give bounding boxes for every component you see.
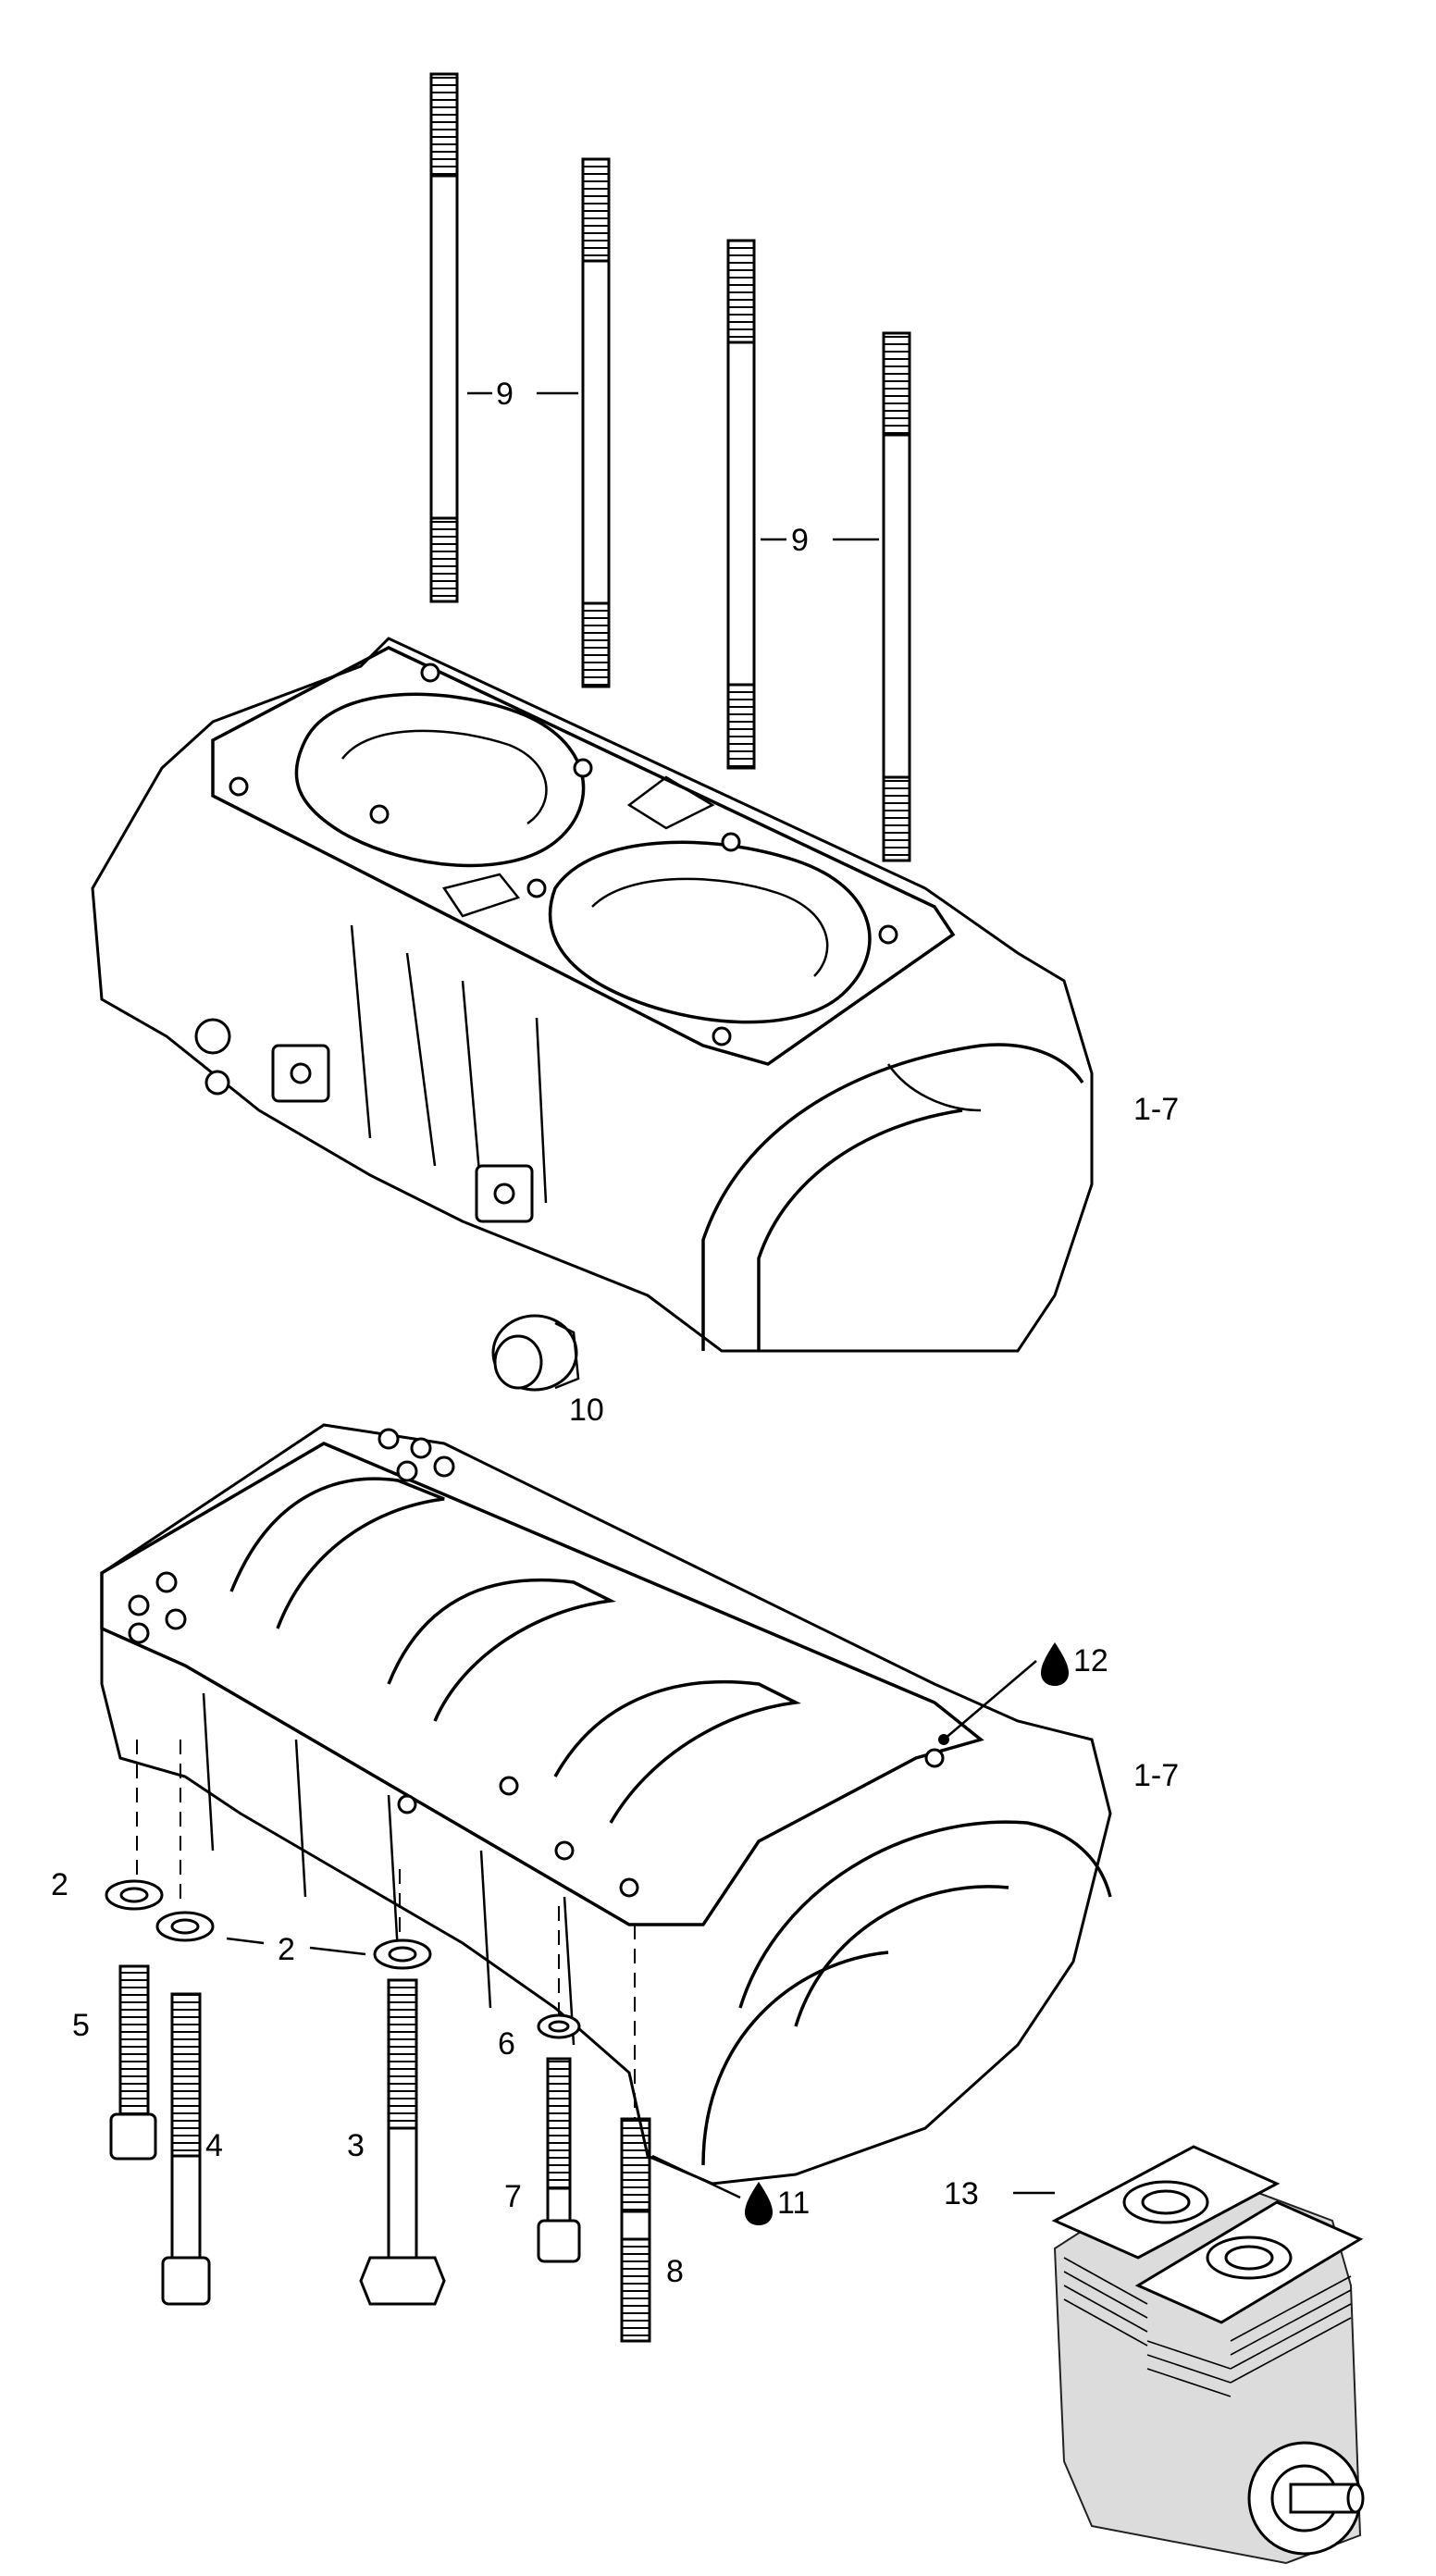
stud-9-b (581, 157, 611, 688)
screw-5 (109, 1964, 157, 2161)
lower-crankcase (100, 1423, 1112, 2186)
oil-drop-icon (1041, 1642, 1069, 1686)
callout-2-left: 2 (51, 1867, 68, 1902)
callout-2-mid: 2 (278, 1932, 295, 1967)
stud-9-a (429, 72, 459, 603)
upper-crankcase (91, 637, 1094, 1353)
callout-6: 6 (498, 2026, 515, 2062)
callout-9-right: 9 (791, 523, 809, 558)
callout-4: 4 (205, 2128, 223, 2163)
callout-1-7-upper: 1-7 (1133, 1092, 1179, 1127)
callout-3: 3 (347, 2128, 365, 2163)
callout-12: 12 (1073, 1643, 1108, 1678)
callout-13: 13 (944, 2176, 979, 2211)
callout-10: 10 (569, 1393, 604, 1428)
screw-4 (161, 1992, 211, 2306)
plug-10 (491, 1314, 580, 1392)
stud-9-d (882, 331, 911, 862)
callout-1-7-lower: 1-7 (1133, 1758, 1179, 1793)
callout-7: 7 (504, 2179, 522, 2214)
leader-12 (943, 1660, 1037, 1740)
washer-2-left (105, 1879, 164, 1911)
washer-6 (537, 2013, 581, 2039)
stud-8 (620, 2117, 651, 2343)
leader-11 (651, 2154, 741, 2199)
washer-2-mid (155, 1911, 215, 1942)
oil-drop-icon (745, 2182, 773, 2225)
bolt-3 (359, 1978, 446, 2306)
leader-2-b (309, 1946, 366, 1956)
screw-7 (537, 2057, 581, 2263)
washer-2-right (373, 1938, 432, 1970)
leader-2-a (226, 1937, 265, 1945)
stud-9-c (726, 239, 756, 770)
callout-5: 5 (72, 2008, 90, 2043)
callout-11: 11 (777, 2186, 810, 2221)
callout-9-left: 9 (496, 377, 514, 412)
callout-8: 8 (666, 2254, 684, 2289)
engine-assembly-13 (1051, 2145, 1365, 2565)
